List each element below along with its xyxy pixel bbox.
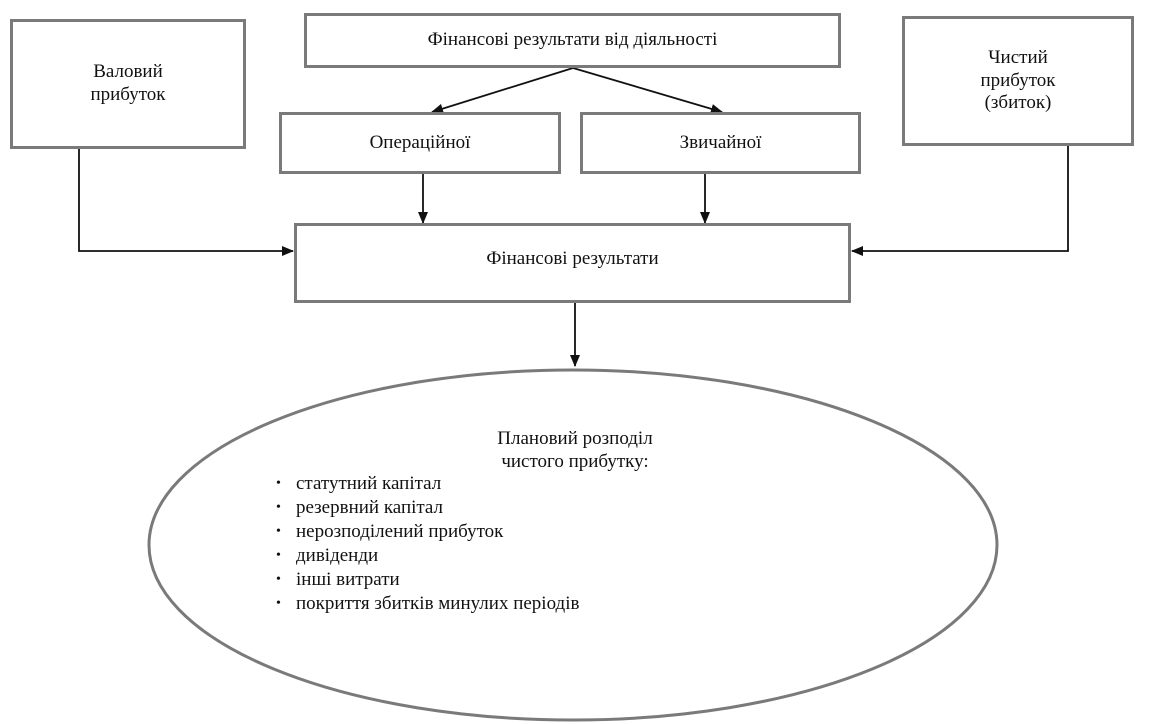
gross-profit-box: Валовий прибуток — [10, 19, 246, 149]
financial-results-label: Фінансові результати — [486, 248, 659, 269]
operating-box: Операційної — [279, 112, 561, 174]
ordinary-box: Звичайної — [580, 112, 861, 174]
activity-results-label: Фінансові результати від діяльності — [427, 29, 718, 51]
distribution-item: нерозподілений прибуток — [276, 520, 579, 544]
arrow-gross-to-results — [78, 148, 294, 256]
operating-label: Операційної — [369, 131, 471, 153]
gross-profit-label: Валовий прибуток — [90, 61, 166, 105]
activity-results-box: Фінансові результати від діяльності — [304, 13, 841, 68]
arrow-net-to-results — [851, 146, 1069, 256]
net-profit-box: Чистий прибуток (збиток) — [902, 16, 1134, 146]
distribution-item: дивіденди — [276, 544, 579, 568]
arrow-activity-to-operating — [431, 67, 574, 114]
distribution-title: Плановий розподіл чистого прибутку: — [497, 428, 653, 473]
distribution-item: статутний капітал — [276, 472, 579, 496]
ordinary-label: Звичайної — [679, 131, 762, 153]
arrow-activity-to-ordinary — [572, 67, 723, 114]
financial-results-box: Фінансові результати — [294, 223, 851, 303]
distribution-list: статутний капітал резервний капітал неро… — [276, 472, 579, 616]
distribution-item: резервний капітал — [276, 496, 579, 520]
distribution-item: покриття збитків минулих періодів — [276, 592, 579, 616]
distribution-oval — [147, 368, 999, 722]
distribution-item: інші витрати — [276, 568, 579, 592]
net-profit-label: Чистий прибуток (збиток) — [980, 46, 1056, 114]
